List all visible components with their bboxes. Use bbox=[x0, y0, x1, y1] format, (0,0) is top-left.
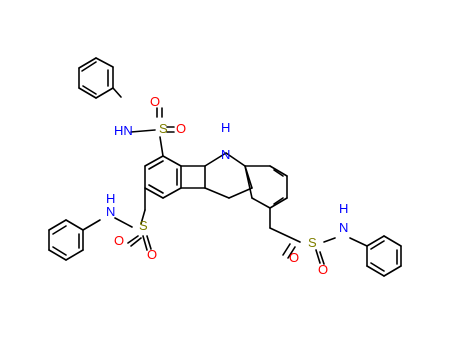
ring-nh-h-label: H bbox=[221, 120, 230, 135]
bond-line-15 bbox=[159, 136, 164, 157]
bond-line-9 bbox=[112, 87, 122, 98]
bond-line-21 bbox=[144, 155, 164, 167]
oxygen-2a-label: O bbox=[114, 233, 124, 248]
nh-3-n-label: N bbox=[339, 220, 348, 235]
bond-line-22 bbox=[148, 160, 164, 170]
oxygen-1a-label: O bbox=[176, 121, 186, 136]
bond-line-36 bbox=[269, 197, 288, 209]
bond-line-65 bbox=[82, 219, 101, 231]
bond-line-39 bbox=[273, 169, 284, 177]
bond-line-53 bbox=[366, 265, 385, 277]
bond-line-30 bbox=[204, 187, 230, 199]
nh-3-h-label: H bbox=[339, 201, 348, 216]
nh-2-n-label: N bbox=[106, 204, 115, 219]
bond-line-24 bbox=[148, 184, 164, 194]
bond-line-45 bbox=[315, 249, 321, 264]
bond-line-27 bbox=[225, 152, 246, 167]
bond-line-46 bbox=[319, 251, 325, 265]
bond-line-34 bbox=[269, 165, 288, 177]
bond-line-72 bbox=[52, 225, 67, 235]
oxygen-3a-label: O bbox=[289, 250, 299, 265]
sulfur-3-label: S bbox=[308, 235, 317, 250]
bond-line-69 bbox=[48, 249, 67, 261]
bond-line-52 bbox=[383, 265, 402, 277]
bond-line-1 bbox=[95, 57, 114, 68]
bond-line-55 bbox=[370, 240, 385, 250]
oxygen-2b-label: O bbox=[147, 247, 157, 262]
bond-line-49 bbox=[366, 235, 385, 247]
sulfur-2-label: S bbox=[139, 218, 148, 233]
bond-line-67 bbox=[48, 219, 67, 231]
nh-2-h-label: H bbox=[106, 191, 115, 206]
bond-line-50 bbox=[383, 235, 402, 247]
bond-line-48 bbox=[349, 237, 368, 247]
bond-line-40 bbox=[273, 197, 284, 205]
bond-line-0 bbox=[78, 57, 97, 69]
bond-line-26 bbox=[204, 152, 227, 167]
bond-lines bbox=[48, 57, 402, 277]
bond-line-63 bbox=[146, 235, 152, 250]
bond-line-18 bbox=[162, 187, 182, 199]
ring-nh-n-label: N bbox=[221, 147, 230, 162]
bond-line-10 bbox=[130, 129, 156, 133]
bond-line-19 bbox=[144, 187, 164, 199]
bond-line-43 bbox=[282, 243, 291, 256]
bond-line-74 bbox=[52, 246, 67, 256]
bond-line-47 bbox=[323, 237, 336, 243]
bond-line-16 bbox=[162, 155, 182, 167]
bond-line-57 bbox=[370, 262, 385, 272]
bond-line-66 bbox=[65, 219, 84, 231]
bond-line-4 bbox=[78, 87, 97, 99]
bond-line-38 bbox=[244, 165, 253, 199]
bond-line-70 bbox=[65, 249, 84, 261]
bond-line-37 bbox=[251, 197, 271, 209]
bond-line-42 bbox=[269, 227, 301, 243]
bond-line-44 bbox=[287, 246, 296, 259]
bond-line-59 bbox=[140, 209, 146, 225]
bond-line-64 bbox=[114, 217, 133, 228]
bond-line-3 bbox=[95, 87, 114, 99]
oxygen-3b-label: O bbox=[318, 262, 328, 277]
oxygen-1b-label: O bbox=[150, 94, 160, 109]
bond-line-8 bbox=[82, 85, 97, 95]
bond-line-62 bbox=[142, 235, 148, 251]
bond-line-60 bbox=[127, 235, 139, 244]
hn-1-label: HN bbox=[114, 123, 133, 138]
bond-line-29 bbox=[228, 187, 253, 199]
bond-line-61 bbox=[130, 237, 142, 247]
sulfur-1-label: S bbox=[159, 121, 168, 136]
bond-line-6 bbox=[81, 61, 97, 72]
